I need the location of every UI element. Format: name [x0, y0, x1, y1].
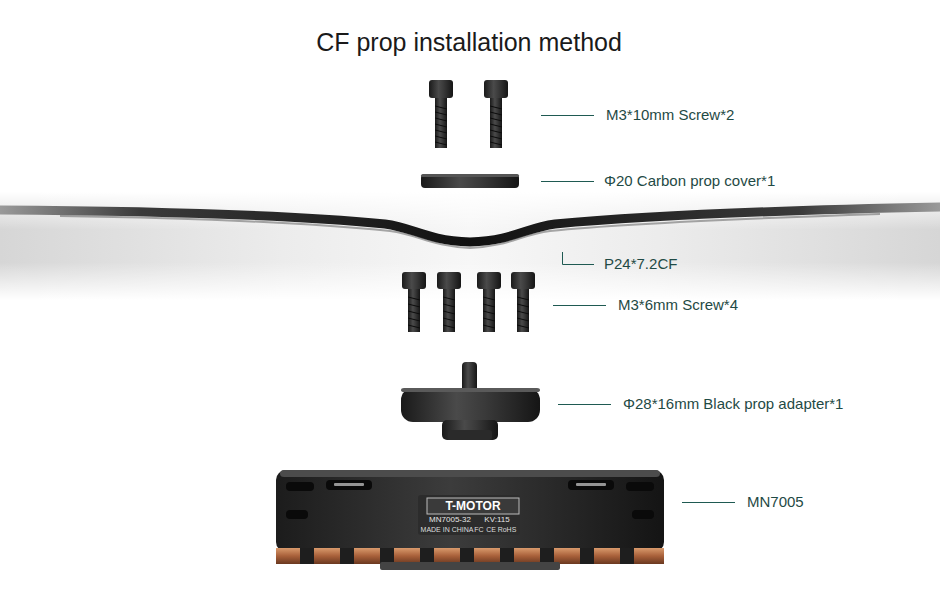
origin-marking: MADE IN CHINA [421, 526, 474, 534]
screw-m3-10 [484, 80, 508, 148]
part-label: MN7005 [747, 493, 804, 511]
model-marking: MN7005-32 [429, 515, 471, 525]
prop-cover [421, 174, 519, 188]
model-marking: KV:115 [484, 515, 509, 525]
propeller-blade [0, 207, 940, 242]
prop-adapter [401, 362, 540, 440]
part-label: P24*7.2CF [604, 255, 677, 273]
part-label: M3*10mm Screw*2 [606, 106, 734, 124]
prop-halo [0, 192, 940, 300]
brand-mark: T-MOTOR [445, 499, 500, 513]
cert-marking: RoHS [498, 526, 517, 534]
part-label: Φ28*16mm Black prop adapter*1 [623, 395, 843, 413]
cert-marking: FC [474, 526, 483, 534]
diagram-title: CF prop installation method [316, 27, 622, 57]
screw-m3-10 [429, 80, 453, 148]
cert-marking: CE [486, 526, 496, 534]
propeller-edge [60, 214, 880, 248]
screw-m3-6 [402, 272, 535, 332]
part-label: M3*6mm Screw*4 [618, 296, 738, 314]
part-label: Φ20 Carbon prop cover*1 [604, 172, 775, 190]
motor-mn7005 [276, 470, 664, 570]
